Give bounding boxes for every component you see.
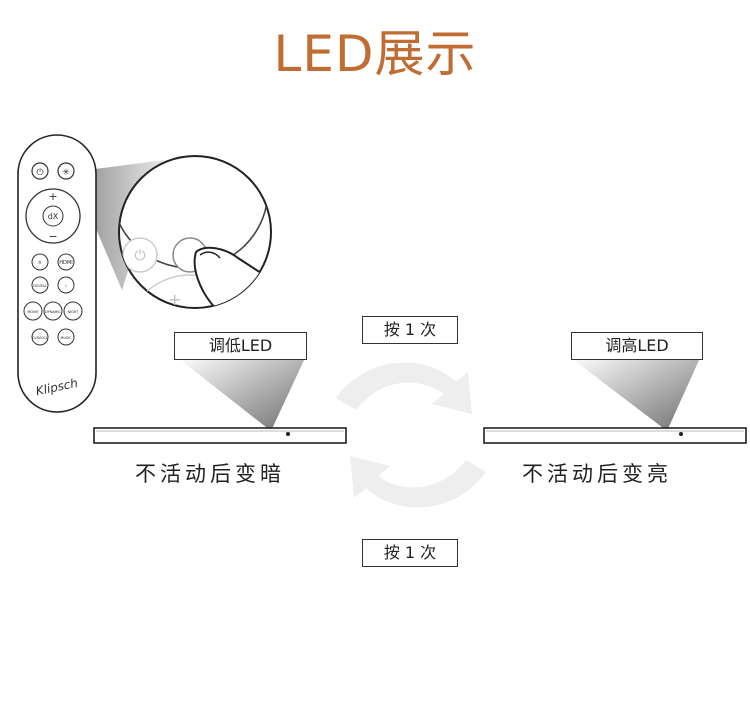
remote-button <box>57 276 75 294</box>
brightness-icon <box>57 162 75 180</box>
right-caption: 不活动后变亮 <box>522 462 672 486</box>
remote-control: ⏻ ✳ dX + − n HDMI DIGITAL ᛒ MOVIE DYNAMIC NIGH… <box>17 134 97 413</box>
remote-button <box>23 301 43 321</box>
remote-button <box>31 276 49 294</box>
remote-button-label: CLRVOCL <box>32 336 48 340</box>
press-once-top-label: 按 1 次 <box>362 316 458 344</box>
remote-button <box>31 253 49 271</box>
remote-button-label: ᛒ <box>65 284 67 288</box>
arrow-right-icon <box>336 362 472 414</box>
arrow-left-icon <box>350 456 486 508</box>
remote-buttons: n HDMI DIGITAL ᛒ MOVIE DYNAMIC NIGHT CLRVOCL MUS… <box>23 253 83 346</box>
press-once-bottom-label: 按 1 次 <box>362 539 458 567</box>
finger <box>193 246 271 308</box>
remote-button <box>43 301 63 321</box>
magnifier: ⏻ + <box>118 155 272 309</box>
remote-button-label: MUSIC <box>61 336 73 340</box>
svg-text:+: + <box>48 190 57 203</box>
left-caption: 不活动后变暗 <box>135 462 285 486</box>
left-led-beam <box>178 358 305 431</box>
svg-text:⏻: ⏻ <box>134 248 145 264</box>
remote-button-label: HDMI <box>59 260 72 266</box>
remote-button-label: n <box>38 260 41 266</box>
power-icon <box>31 162 49 180</box>
remote-button <box>57 253 75 271</box>
remote-button-label: DIGITAL <box>33 284 46 288</box>
svg-text:✳: ✳ <box>62 168 70 178</box>
right-led-beam <box>571 358 700 431</box>
remote-button-label: MOVIE <box>28 310 39 314</box>
remote-button-label: NIGHT <box>68 310 80 314</box>
svg-text:−: − <box>48 230 57 243</box>
remote-button <box>63 301 83 321</box>
mute-button <box>42 205 64 227</box>
remote-button-label: DYNAMIC <box>45 310 61 314</box>
dim-led-label: 调低LED <box>174 332 307 360</box>
mute-label: dX <box>48 212 59 221</box>
brighten-led-label: 调高LED <box>571 332 703 360</box>
svg-text:+: + <box>168 290 181 309</box>
svg-text:⏻: ⏻ <box>36 167 43 178</box>
remote-button <box>57 328 75 346</box>
page-title: LED展示 <box>273 25 477 83</box>
right-soundbar <box>483 427 747 444</box>
left-soundbar <box>93 427 347 444</box>
remote-button <box>31 328 49 346</box>
